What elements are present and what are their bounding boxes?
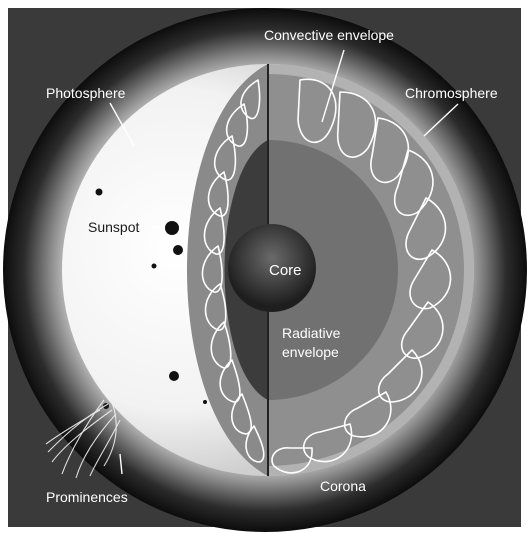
sunspot-dot <box>96 189 103 196</box>
label-radiative-line1: Radiative <box>282 325 341 341</box>
sunspot-dot <box>173 245 183 255</box>
sunspot-dot <box>152 264 157 269</box>
sunspot-dot <box>169 371 179 381</box>
label-prominences: Prominences <box>46 489 128 505</box>
label-core: Core <box>269 262 302 279</box>
label-radiative-line2: envelope <box>282 344 339 360</box>
sunspot-dot <box>203 400 207 404</box>
label-sunspot: Sunspot <box>88 219 139 235</box>
label-corona: Corona <box>320 478 366 494</box>
label-convective-envelope: Convective envelope <box>264 27 394 43</box>
label-photosphere: Photosphere <box>46 85 126 101</box>
label-chromosphere: Chromosphere <box>405 85 498 101</box>
sunspot-dot <box>165 221 179 235</box>
